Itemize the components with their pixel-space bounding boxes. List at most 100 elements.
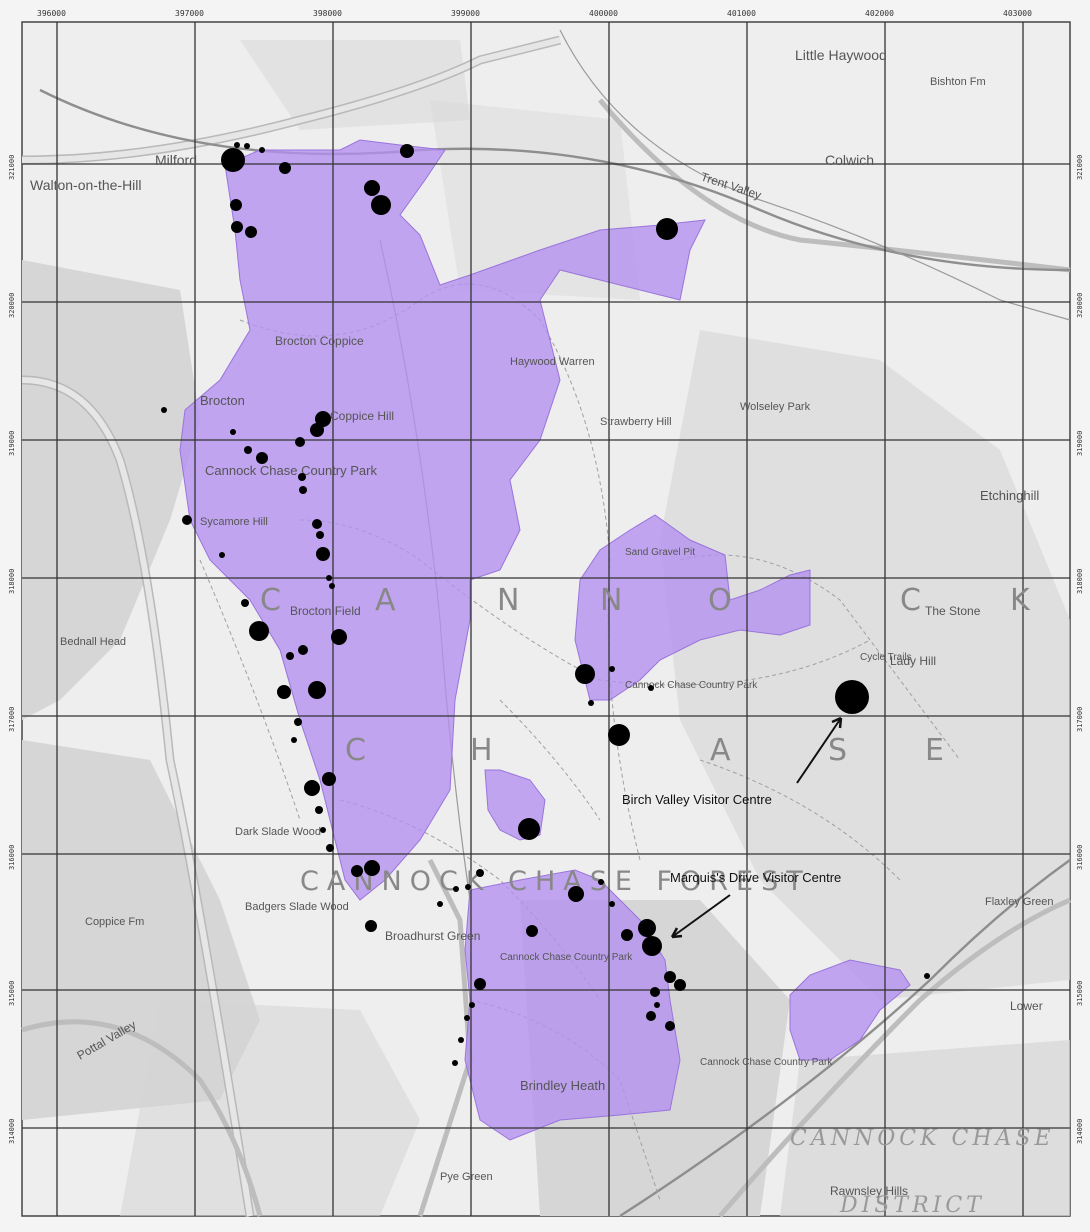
access-point-dot: [316, 547, 330, 561]
place-dark-slade-wood: Dark Slade Wood: [235, 826, 321, 838]
place-sycamore-hill: Sycamore Hill: [200, 516, 268, 528]
place-badgers-slade-wood: Badgers Slade Wood: [245, 901, 349, 913]
place-ccp-south: Cannock Chase Country Park: [500, 952, 633, 963]
big-letter-c1: C: [260, 583, 289, 618]
access-point-dot: [244, 446, 252, 454]
access-point-dot: [452, 1060, 458, 1066]
access-point-dot: [329, 583, 335, 589]
grid-label-northing-left: 320000: [8, 293, 16, 318]
grid-label-northing-right: 316000: [1076, 845, 1084, 870]
access-point-dot: [277, 685, 291, 699]
access-point-dot: [526, 925, 538, 937]
place-lady-hill: Lady Hill: [890, 654, 936, 668]
access-point-dot: [230, 429, 236, 435]
grid-label-northing-right: 318000: [1076, 569, 1084, 594]
place-lower: Lower: [1010, 999, 1043, 1013]
access-point-dot: [568, 886, 584, 902]
grid-label-easting: 398000: [313, 9, 342, 18]
big-letter-h: H: [470, 733, 501, 768]
place-broadhurst-green: Broadhurst Green: [385, 929, 480, 943]
access-point-dot: [598, 879, 604, 885]
big-letter-n2: N: [600, 583, 630, 618]
place-strawberry-hill: Strawberry Hill: [600, 416, 672, 428]
access-point-dot: [316, 531, 324, 539]
big-letter-n1: N: [497, 583, 527, 618]
big-letter-a2: A: [710, 733, 739, 768]
access-point-dot: [656, 218, 678, 240]
access-point-dot: [326, 844, 334, 852]
access-point-dot: [835, 680, 869, 714]
birch-valley-arrowhead: [831, 716, 843, 729]
grid-label-northing-left: 318000: [8, 569, 16, 594]
access-point-dot: [320, 827, 326, 833]
access-point-dot: [279, 162, 291, 174]
place-brocton-coppice: Brocton Coppice: [275, 334, 364, 348]
place-bishton: Bishton Fm: [930, 76, 986, 88]
place-colwich: Colwich: [825, 152, 874, 168]
big-letter-s: S: [828, 733, 855, 768]
place-haywood-warren: Haywood Warren: [510, 356, 595, 368]
grid-label-northing-right: 320000: [1076, 293, 1084, 318]
place-sand-gravel-pit: Sand Gravel Pit: [625, 547, 695, 558]
grid-label-northing-left: 314000: [8, 1119, 16, 1144]
big-labels: C A N N O C K C H A S E CANNOCK CHASE FO…: [260, 583, 1051, 1218]
grid-label-easting: 399000: [451, 9, 480, 18]
access-point-dot: [364, 180, 380, 196]
grid-label-northing-right: 317000: [1076, 707, 1084, 732]
access-point-dot: [244, 143, 250, 149]
label-district-line2: DISTRICT: [839, 1193, 985, 1218]
access-point-dot: [234, 142, 240, 148]
access-point-dot: [294, 718, 302, 726]
place-bednall-head: Bednall Head: [60, 636, 126, 648]
access-point-dot: [298, 473, 306, 481]
grid-label-easting: 403000: [1003, 9, 1032, 18]
access-point-dot: [608, 724, 630, 746]
access-point-dot: [310, 423, 324, 437]
place-coppice-fm: Coppice Fm: [85, 916, 144, 928]
access-point-dot: [298, 645, 308, 655]
place-brindley-heath: Brindley Heath: [520, 1078, 605, 1093]
place-little-haywood: Little Haywood: [795, 47, 887, 63]
grid-label-northing-left: 321000: [8, 155, 16, 180]
access-point-dot: [182, 515, 192, 525]
access-point-dot: [575, 664, 595, 684]
place-ccp-mid: Cannock Chase Country Park: [625, 680, 758, 691]
access-point-dot: [364, 860, 380, 876]
big-letter-k: K: [1010, 583, 1038, 618]
grid-label-northing-left: 317000: [8, 707, 16, 732]
place-etchinghill: Etchinghill: [980, 488, 1039, 503]
access-point-dot: [286, 652, 294, 660]
place-walton: Walton-on-the-Hill: [30, 177, 142, 193]
access-point-dot: [241, 599, 249, 607]
access-point-dot: [464, 1015, 470, 1021]
birch-valley-arrow: [796, 717, 842, 784]
place-cannock-chase-country-park: Cannock Chase Country Park: [205, 463, 377, 478]
big-letter-c2: C: [900, 583, 929, 618]
place-brocton-field: Brocton Field: [290, 604, 361, 618]
access-point-dot: [295, 437, 305, 447]
place-the-stone: The Stone: [925, 604, 981, 618]
access-point-dot: [465, 884, 471, 890]
access-point-dot: [469, 1002, 475, 1008]
grid-label-easting: 400000: [589, 9, 618, 18]
access-point-dot: [609, 901, 615, 907]
marquis-drive-arrowhead: [670, 927, 683, 939]
big-letter-o: O: [708, 583, 740, 618]
access-point-dot: [518, 818, 540, 840]
grid-label-easting: 401000: [727, 9, 756, 18]
callout-marquis-drive: Marquis's Drive Visitor Centre: [670, 870, 841, 885]
access-point-dot: [371, 195, 391, 215]
big-letter-e: E: [925, 733, 952, 768]
access-point-dot: [331, 629, 347, 645]
transport-layer: [21, 29, 1071, 1218]
access-point-dot: [291, 737, 297, 743]
access-point-dot: [665, 1021, 675, 1031]
access-point-dot: [650, 987, 660, 997]
access-point-dot: [299, 486, 307, 494]
access-point-dot: [648, 685, 654, 691]
place-cycle-trails: Cycle Trails: [860, 652, 912, 663]
place-ccp-se: Cannock Chase Country Park: [700, 1057, 833, 1068]
access-point-dot: [231, 221, 243, 233]
